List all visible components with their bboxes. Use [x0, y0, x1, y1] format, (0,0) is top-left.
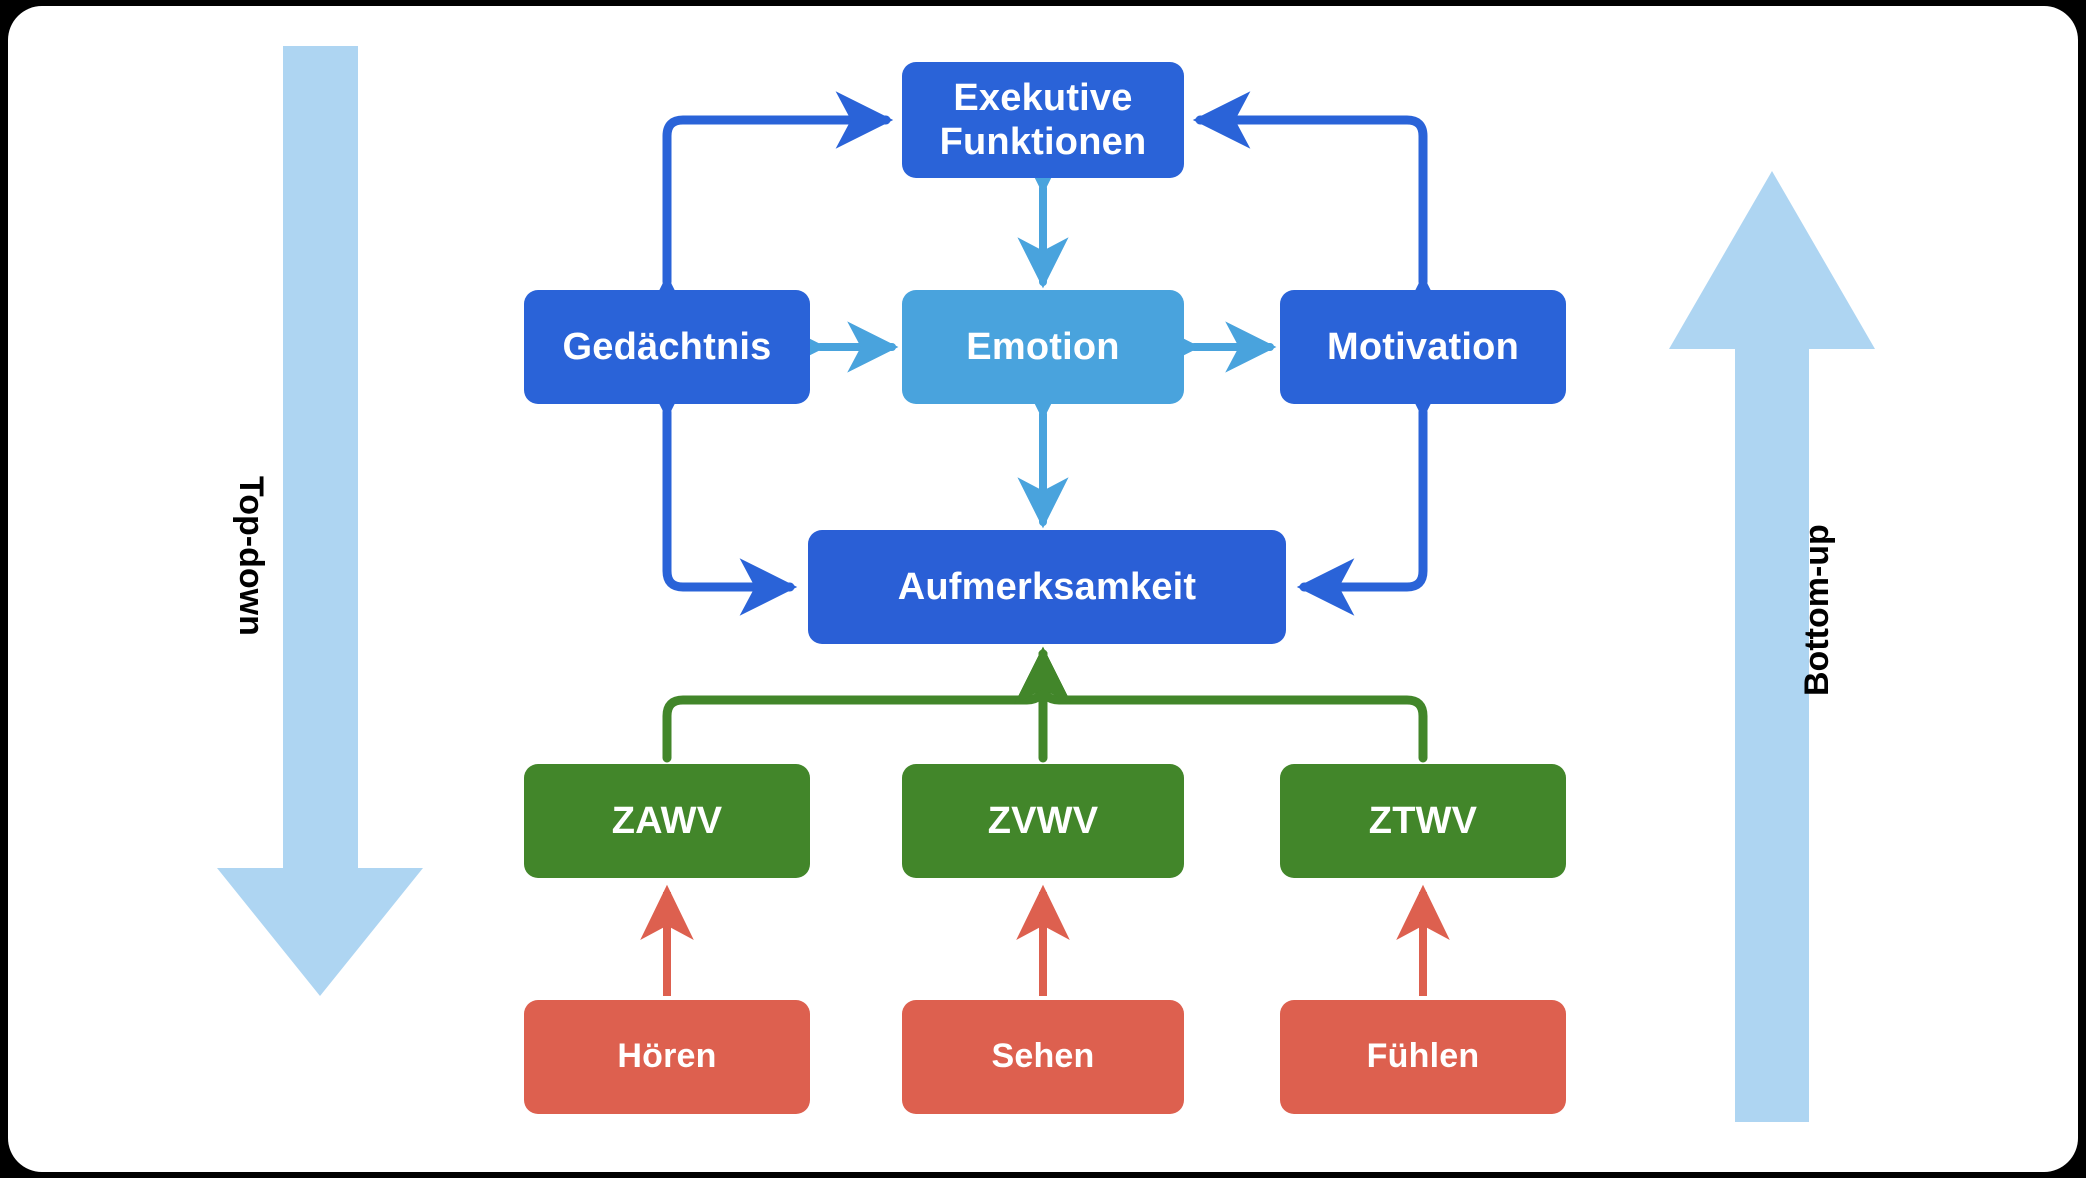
node-motivation[interactable]: Motivation	[1280, 290, 1566, 404]
top-down-label: Top-down	[232, 476, 270, 636]
node-hoeren-label: Hören	[617, 1037, 717, 1076]
diagram-root: Top-down Bottom-up Exekutive Funktionen …	[8, 6, 2078, 1172]
edge-motivation-exec	[1192, 91, 1452, 333]
node-gedaechtnis[interactable]: Gedächtnis	[524, 290, 810, 404]
node-ztwv[interactable]: ZTWV	[1280, 764, 1566, 878]
node-exekutive-funktionen[interactable]: Exekutive Funktionen	[902, 62, 1184, 178]
node-hoeren[interactable]: Hören	[524, 1000, 810, 1114]
node-exec-line2: Funktionen	[939, 121, 1147, 163]
node-exec-line1: Exekutive	[953, 76, 1133, 119]
edge-motivation-attention	[1296, 361, 1452, 616]
node-emotion-label: Emotion	[966, 325, 1120, 368]
node-motivation-label: Motivation	[1327, 325, 1519, 368]
bottom-up-label: Bottom-up	[1798, 524, 1836, 696]
node-attention-label: Aufmerksamkeit	[897, 565, 1197, 608]
edge-memory-exec	[638, 91, 894, 333]
diagram-canvas: Top-down Bottom-up Exekutive Funktionen …	[8, 6, 2078, 1172]
node-emotion[interactable]: Emotion	[902, 290, 1184, 404]
node-ztwv-label: ZTWV	[1368, 799, 1478, 842]
node-aufmerksamkeit[interactable]: Aufmerksamkeit	[808, 530, 1286, 644]
node-fuehlen[interactable]: Fühlen	[1280, 1000, 1566, 1114]
node-sehen[interactable]: Sehen	[902, 1000, 1184, 1114]
node-fuehlen-label: Fühlen	[1366, 1037, 1480, 1076]
edge-zawv-attention	[662, 646, 1072, 763]
node-zvwv[interactable]: ZVWV	[902, 764, 1184, 878]
node-sehen-label: Sehen	[991, 1037, 1095, 1076]
node-zvwv-label: ZVWV	[987, 799, 1099, 842]
node-zawv[interactable]: ZAWV	[524, 764, 810, 878]
node-memory-label: Gedächtnis	[562, 325, 772, 368]
bottom-up-big-arrow	[1669, 171, 1875, 1122]
node-zawv-label: ZAWV	[611, 799, 723, 842]
edge-ztwv-attention	[1014, 646, 1428, 763]
edge-memory-attention	[638, 361, 798, 616]
